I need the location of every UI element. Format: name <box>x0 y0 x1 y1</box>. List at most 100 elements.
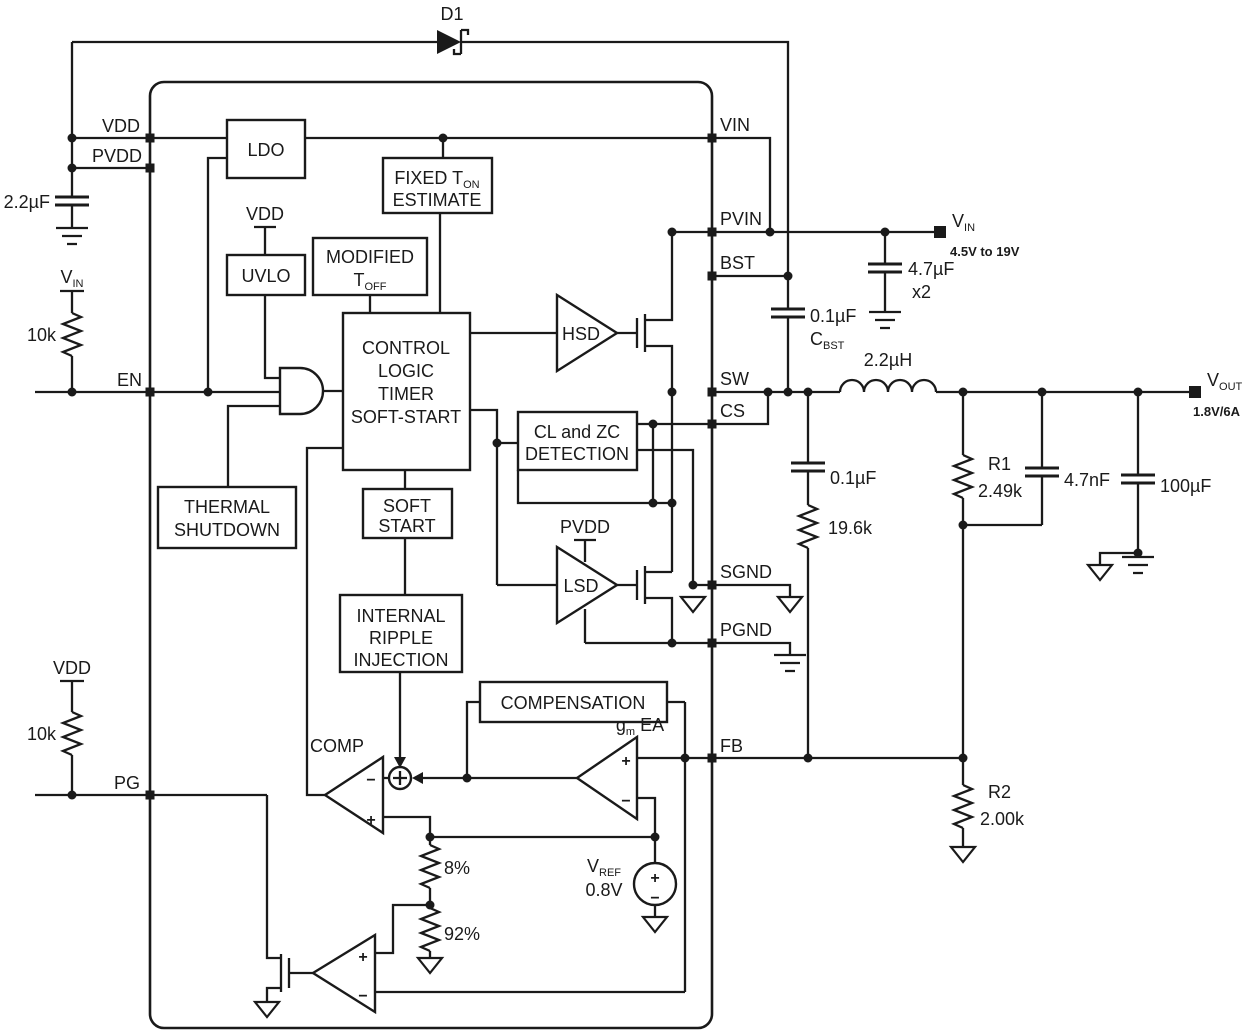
r2-value: 2.00k <box>980 809 1025 829</box>
out-cap-label: 100µF <box>1160 476 1211 496</box>
control-line3: TIMER <box>378 384 434 404</box>
lsd-driver <box>555 544 620 626</box>
ic-outline <box>148 80 714 1030</box>
pin-label-fb: FB <box>720 736 743 756</box>
pin-label-vdd: VDD <box>102 116 140 136</box>
r1-value: 2.49k <box>978 481 1023 501</box>
diode-d1 <box>437 28 470 56</box>
pin-label-pvdd: PVDD <box>92 146 142 166</box>
vout-terminal-label: VOUT <box>1207 370 1243 393</box>
pg-pullup-label: 10k <box>27 724 57 744</box>
hsd-label: HSD <box>562 324 600 344</box>
pin-label-bst: BST <box>720 253 755 273</box>
hsd-driver <box>555 292 620 374</box>
pin-label-en: EN <box>117 370 142 390</box>
resistor-symbols <box>59 311 976 953</box>
vref-source <box>632 861 678 907</box>
vout-rating-label: 1.8V/6A <box>1193 404 1241 419</box>
and-gate <box>278 366 325 416</box>
pgcomp-plus: + <box>358 949 367 966</box>
inductor-label: 2.2µH <box>864 350 912 370</box>
inj-cap-label: 0.1µF <box>830 468 876 488</box>
thermal-shutdown-block <box>156 485 298 550</box>
clzc-line1: CL and ZC <box>534 422 620 442</box>
ldo-label: LDO <box>247 140 284 160</box>
comp-comparator <box>322 754 385 836</box>
vin-terminal <box>934 226 946 238</box>
uvlo-block <box>225 253 307 297</box>
r1-name: R1 <box>988 454 1011 474</box>
pgcomp-minus: − <box>358 988 367 1005</box>
inj-res-label: 19.6k <box>828 518 873 538</box>
gmea-plus: + <box>621 753 630 770</box>
r2-name: R2 <box>988 782 1011 802</box>
thermal-line2: SHUTDOWN <box>174 520 280 540</box>
soft-start-block <box>361 487 454 540</box>
signal-grounds <box>252 563 1115 1019</box>
comp-minus: − <box>366 772 375 789</box>
fixed-ton-block <box>381 156 494 215</box>
divider-92pct: 92% <box>444 924 480 944</box>
en-pullup-label: 10k <box>27 325 57 345</box>
pin-markers <box>145 133 717 800</box>
clzc-line2: DETECTION <box>525 444 629 464</box>
vdd-cap-label: 2.2µF <box>4 192 50 212</box>
summing-node <box>387 757 423 791</box>
compensation-label: COMPENSATION <box>501 693 646 713</box>
capacitor-symbols <box>55 195 1155 485</box>
control-line2: LOGIC <box>378 361 434 381</box>
en-rail-label: VIN <box>60 267 83 290</box>
pin-label-sw: SW <box>720 369 749 389</box>
vin-range-label: 4.5V to 19V <box>950 244 1020 259</box>
ff-cap-label: 4.7nF <box>1064 470 1110 490</box>
junction-dots <box>67 133 1143 910</box>
d1-label: D1 <box>440 4 463 24</box>
inductor-symbol <box>838 378 938 393</box>
vref-label: VREF <box>587 856 621 879</box>
compensation-block <box>478 680 669 724</box>
fixed-ton-line2: ESTIMATE <box>393 190 482 210</box>
softstart-line2: START <box>378 516 435 536</box>
earth-grounds <box>56 226 1154 673</box>
gmea-minus: − <box>621 793 630 810</box>
bst-cap-name: CBST <box>810 329 845 352</box>
divider-8pct: 8% <box>444 858 470 878</box>
uvlo-rail-label: VDD <box>246 204 284 224</box>
comp-plus: + <box>366 812 375 829</box>
input-cap-mult: x2 <box>912 282 931 302</box>
ripple-line3: INJECTION <box>353 650 448 670</box>
control-line1: CONTROL <box>362 338 450 358</box>
modified-toff-line1: MODIFIED <box>326 247 414 267</box>
softstart-line1: SOFT <box>383 496 431 516</box>
pin-label-pvin: PVIN <box>720 209 762 229</box>
pin-label-vin: VIN <box>720 115 750 135</box>
control-logic-block <box>341 311 472 472</box>
vout-terminal <box>1189 386 1201 398</box>
vref-plus: + <box>650 870 659 887</box>
pg-rail-label: VDD <box>53 658 91 678</box>
pin-label-cs: CS <box>720 401 745 421</box>
ripple-injection-block <box>338 593 464 674</box>
input-cap-label: 4.7µF <box>908 259 954 279</box>
thermal-line1: THERMAL <box>184 497 270 517</box>
ripple-line1: INTERNAL <box>356 606 445 626</box>
modified-toff-line2: TOFF <box>354 270 387 293</box>
gm-error-amp <box>574 734 639 822</box>
pin-label-pgnd: PGND <box>720 620 772 640</box>
vref-minus: − <box>650 890 659 907</box>
pin-label-pg: PG <box>114 773 140 793</box>
lsd-label: LSD <box>563 576 598 596</box>
bst-cap-value: 0.1µF <box>810 306 856 326</box>
gm-ea-label: gm EA <box>616 715 664 738</box>
comp-label: COMP <box>310 736 364 756</box>
pin-label-sgnd: SGND <box>720 562 772 582</box>
fixed-ton-line1: FIXED TON <box>394 168 479 191</box>
vref-value: 0.8V <box>585 880 622 900</box>
vin-terminal-label: VIN <box>952 211 975 234</box>
modified-toff-block <box>311 236 429 297</box>
cl-zc-detection-block <box>516 410 639 472</box>
control-line4: SOFT-START <box>351 407 461 427</box>
power-good-comparator <box>310 932 377 1015</box>
